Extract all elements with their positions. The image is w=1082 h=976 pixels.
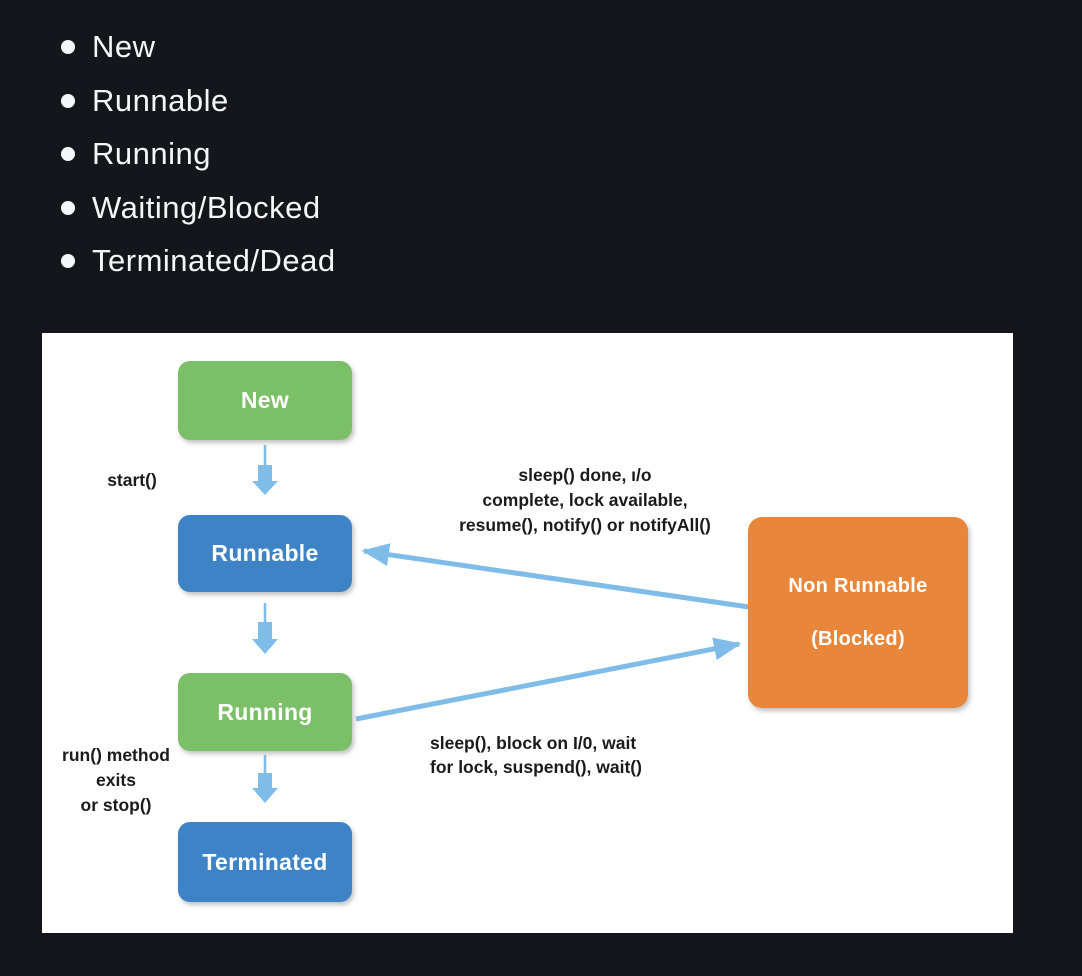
node-terminated-label: Terminated: [202, 848, 328, 875]
label-start: start(): [107, 470, 157, 490]
node-new-label: New: [240, 387, 290, 413]
arrow-running-to-terminated: [252, 755, 278, 803]
node-new: New: [178, 361, 352, 440]
label-run-exits: run() method exits or stop(): [56, 743, 176, 818]
thread-lifecycle-diagram: New Runnable Running Terminated Non Runn…: [42, 333, 1013, 933]
list-item-running: Running: [61, 127, 336, 181]
label-to-non-runnable: sleep(), block on I/0, wait for lock, su…: [430, 731, 642, 779]
label-to-runnable-line2: complete, lock available,: [482, 490, 688, 510]
list-item-new: New: [61, 20, 336, 74]
label-to-runnable-line3: resume(), notify() or notifyAll(): [459, 515, 711, 535]
diagram-arrows: [252, 445, 750, 803]
label-to-non-runnable-line2: for lock, suspend(), wait(): [430, 757, 642, 777]
node-terminated: Terminated: [178, 822, 352, 902]
label-run-exits-line2: exits: [96, 770, 136, 790]
list-item-terminated: Terminated/Dead: [61, 234, 336, 288]
label-to-runnable: sleep() done, ı/o complete, lock availab…: [405, 463, 765, 538]
arrow-nonrunnable-to-runnable: [361, 543, 750, 610]
list-item-waiting: Waiting/Blocked: [61, 181, 336, 235]
label-to-runnable-line1: sleep() done, ı/o: [518, 465, 652, 485]
node-non-runnable-sublabel: (Blocked): [811, 627, 905, 650]
label-run-exits-line3: or stop(): [80, 795, 152, 815]
arrow-running-to-nonrunnable: [355, 637, 742, 722]
label-run-exits-line1: run() method: [62, 745, 170, 765]
label-to-non-runnable-line1: sleep(), block on I/0, wait: [430, 733, 637, 753]
arrow-new-to-runnable: [252, 445, 278, 495]
node-running: Running: [178, 673, 352, 751]
node-non-runnable-label: Non Runnable: [788, 574, 928, 597]
arrow-runnable-to-running: [252, 603, 278, 654]
node-runnable: Runnable: [178, 515, 352, 592]
node-non-runnable: Non Runnable (Blocked): [748, 517, 968, 708]
thread-states-list: New Runnable Running Waiting/Blocked Ter…: [61, 20, 336, 288]
node-runnable-label: Runnable: [211, 540, 319, 566]
list-item-runnable: Runnable: [61, 74, 336, 128]
node-running-label: Running: [217, 698, 313, 725]
